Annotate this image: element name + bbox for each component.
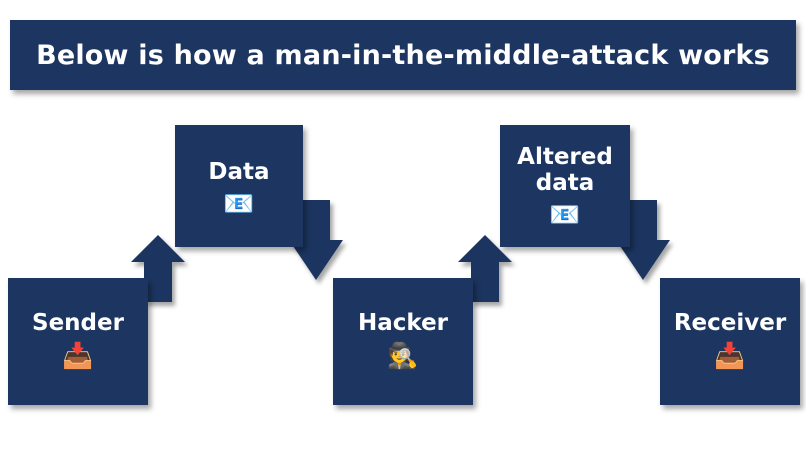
node-receiver-label: Receiver — [673, 310, 787, 337]
node-data-label: Data — [208, 158, 270, 185]
inbox-tray-icon: 📥 — [714, 340, 746, 370]
email-icon: 📧 — [549, 200, 581, 230]
node-hacker[interactable]: Hacker 🕵️ — [333, 278, 473, 405]
node-hacker-label: Hacker — [357, 310, 449, 337]
inbox-tray-icon: 📥 — [62, 340, 94, 370]
email-icon: 📧 — [223, 189, 255, 219]
node-sender-label: Sender — [32, 310, 124, 337]
node-receiver[interactable]: Receiver 📥 — [660, 278, 800, 405]
node-altered-data-label: Altered data — [517, 143, 613, 196]
node-altered-data[interactable]: Altered data 📧 — [500, 125, 630, 247]
page-title: Below is how a man-in-the-middle-attack … — [36, 39, 770, 71]
detective-icon: 🕵️ — [387, 340, 419, 370]
title-banner: Below is how a man-in-the-middle-attack … — [10, 20, 796, 90]
node-sender[interactable]: Sender 📥 — [8, 278, 148, 405]
node-data[interactable]: Data 📧 — [175, 125, 303, 247]
